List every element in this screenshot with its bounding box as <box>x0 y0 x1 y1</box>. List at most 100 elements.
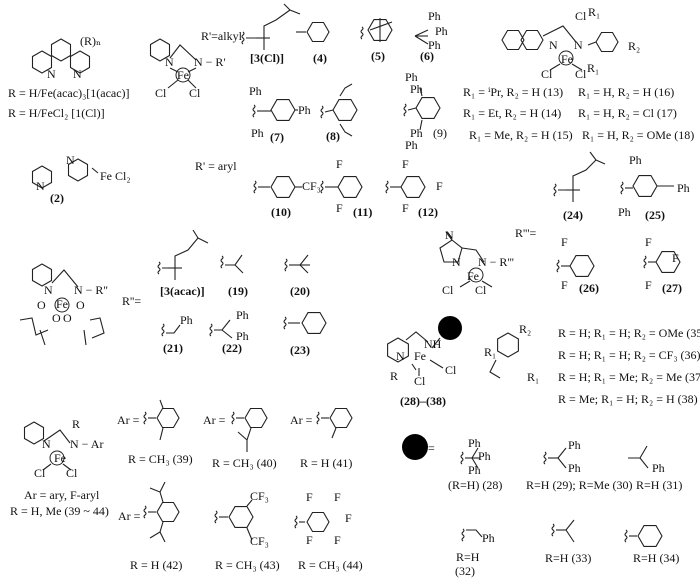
ar-39: Ar = <box>117 413 140 427</box>
phen-line2: R = H/FeCl₂ [1(Cl)] <box>8 106 105 120</box>
bond <box>589 151 597 161</box>
c3-cl2: Cl <box>189 86 201 100</box>
chain <box>43 429 71 444</box>
label-41: R = H (41) <box>300 456 352 470</box>
f-44d: F <box>306 533 313 547</box>
dashed-bond <box>91 167 99 174</box>
f-12a: F <box>402 157 409 171</box>
c3-n1: N <box>165 55 174 69</box>
wavy-bond-icon <box>284 258 288 272</box>
benzene-ring <box>67 158 89 182</box>
ph-25b: Ph <box>677 181 690 195</box>
acac-n1: N <box>44 283 53 297</box>
chain <box>225 254 243 266</box>
f-27c: F <box>645 278 652 292</box>
im-cl2: Cl <box>475 283 487 297</box>
q-row-16: R₁ = H, R₂ = H (16) <box>578 85 674 99</box>
chain <box>405 331 429 343</box>
ax-cl1: Cl <box>34 466 46 480</box>
bond <box>159 531 166 543</box>
label-32b: (32) <box>455 564 475 578</box>
chain <box>149 521 164 539</box>
cf3-10: CF₃ <box>302 179 321 193</box>
bond <box>39 329 46 346</box>
ph-29b: Ph <box>568 461 581 475</box>
wavy-bond-icon <box>320 105 324 119</box>
benzene-ring <box>632 175 658 197</box>
label-12: (12) <box>418 205 438 219</box>
bond <box>445 231 453 241</box>
benzene-ring <box>50 38 72 62</box>
am-row-36: R = H; R₁ = H; R₂ = CF₃ (36) <box>558 348 700 362</box>
ph-7c: Ph <box>251 126 264 140</box>
fe-circle <box>558 50 574 66</box>
q-row-18: R₁ = H, R₂ = OMe (18) <box>582 128 694 142</box>
bond <box>587 41 597 46</box>
bond <box>324 109 334 113</box>
phen-line1: R = H/Fe(acac)₃[1(acac)] <box>8 86 130 100</box>
label-31: R=H (31) <box>636 478 682 492</box>
am-row-38: R = Me; R₁ = H; R₂ = H (38) <box>558 392 698 406</box>
bond <box>411 363 417 371</box>
im-n-top: N <box>445 228 454 242</box>
label-7: (7) <box>270 130 284 144</box>
benzene-ring <box>69 50 91 74</box>
q-row-13: R₁ = ⁱPr, R₂ = H (13) <box>463 85 563 99</box>
ph-28a: Ph <box>468 436 481 450</box>
label-34: R=H (34) <box>633 551 679 565</box>
wavy-bond-icon <box>143 505 147 519</box>
benzene-ring <box>31 263 53 287</box>
bond <box>159 481 166 493</box>
wavy-bond-icon <box>214 510 218 524</box>
label-19: (19) <box>228 284 248 298</box>
c3-n2: N − R' <box>194 55 226 69</box>
ph-22a: Ph <box>236 308 249 322</box>
am-label: (28)–(38) <box>400 394 446 408</box>
im-n1: N <box>452 255 461 269</box>
label-22: (22) <box>222 341 242 355</box>
ax-fe: Fe <box>54 451 66 465</box>
wavy-bond-icon <box>385 180 389 194</box>
bipy-fecl2: Fe Cl₂ <box>100 169 131 183</box>
bond <box>246 499 253 507</box>
q-row-17: R₁ = H, R₂ = Cl (17) <box>578 106 677 120</box>
chain <box>466 529 483 538</box>
benzene-ring <box>520 29 544 51</box>
c3-cl1: Cl <box>155 86 167 100</box>
ph-9c: Ph <box>410 126 423 140</box>
wavy-bond-icon <box>253 180 257 194</box>
benzene-ring <box>149 38 171 62</box>
wavy-bond-icon <box>643 255 647 269</box>
bond <box>159 427 164 441</box>
benzene-ring <box>329 407 353 429</box>
wavy-bond-icon <box>157 261 161 275</box>
bond <box>471 447 479 459</box>
chain <box>558 159 597 191</box>
label-44: R = CH₃ (44) <box>298 558 363 572</box>
f-44e: F <box>334 533 341 547</box>
benzene-ring <box>387 337 409 363</box>
bond <box>159 399 164 409</box>
chain <box>246 9 291 39</box>
ph-25c: Ph <box>618 205 631 219</box>
label-32a: R=H <box>456 550 480 564</box>
ax-n1: N <box>42 437 51 451</box>
q-fe: Fe <box>561 52 573 66</box>
chain <box>628 445 648 459</box>
label-28: (R=H) (28) <box>448 478 502 492</box>
bond <box>246 527 253 541</box>
bond <box>192 229 199 239</box>
wavy-bond-icon <box>252 104 256 118</box>
q-r2: R₂ <box>628 39 640 53</box>
chain <box>339 83 353 97</box>
ph-7a: Ph <box>249 84 262 98</box>
benzene-ring <box>306 21 330 43</box>
f-11b: F <box>336 201 343 215</box>
f-27a: F <box>645 235 652 249</box>
am-r1a: R₁ <box>484 345 496 359</box>
bond <box>565 519 575 531</box>
c3-aryl-label: R' = aryl <box>195 159 237 173</box>
cf3-43b: CF₃ <box>250 534 269 548</box>
wavy-bond-icon <box>161 323 165 337</box>
